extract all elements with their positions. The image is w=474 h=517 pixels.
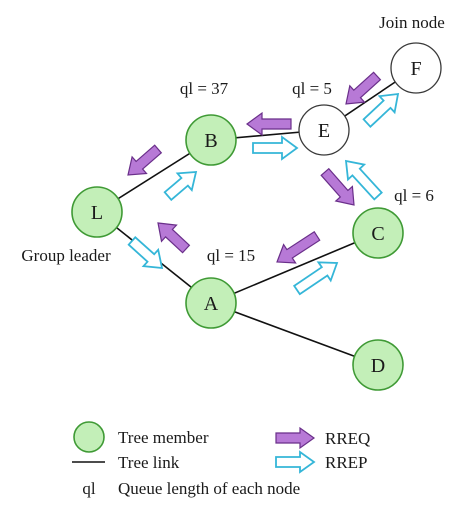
legend-rrep-arrow (275, 450, 316, 474)
rrep-arrow-b-to-e (252, 135, 299, 161)
message-arrows (127, 71, 400, 296)
node-label: E (318, 120, 330, 142)
queue-length-e: ql = 5 (292, 79, 332, 98)
node-b: B (185, 114, 237, 166)
node-label: B (204, 130, 217, 152)
node-circle (352, 339, 404, 391)
legend-ql-symbol: ql (82, 479, 96, 498)
node-circle (298, 104, 350, 156)
node-c: C (352, 207, 404, 259)
rrep-arrow-l-to-a (127, 236, 164, 270)
rreq-symbol (275, 426, 316, 450)
legend-ql-desc: Queue length of each node (118, 479, 300, 498)
rrep-arrow-a-to-c (292, 261, 339, 296)
tree-link-a-c (210, 232, 379, 304)
rreq-arrow-e-to-b (245, 111, 292, 137)
node-f: F (390, 42, 442, 94)
node-circle (185, 277, 237, 329)
node-circle (390, 42, 442, 94)
node-label: L (91, 202, 103, 224)
legend-rreq-arrow (275, 426, 316, 450)
queue-length-a: ql = 15 (207, 246, 255, 265)
node-l: L (71, 186, 123, 238)
queue-length-c: ql = 6 (394, 186, 434, 205)
node-circle (71, 186, 123, 238)
node-a: A (185, 277, 237, 329)
rrep-arrow-c-to-e (344, 159, 383, 201)
rreq-arrow-e-to-c (320, 167, 355, 206)
node-label: F (410, 58, 421, 80)
legend-rreq: RREQ (325, 429, 370, 448)
legend-rrep: RREP (325, 453, 368, 472)
legend-tree-link: Tree link (118, 453, 180, 472)
queue-length-b: ql = 37 (180, 79, 229, 98)
group-leader-label: Group leader (21, 246, 111, 265)
legend-member-symbol (73, 421, 105, 453)
rrep-arrow-l-to-b (163, 171, 198, 202)
tree-link-a-d (210, 302, 379, 366)
nodes: L B A C D E F (71, 42, 442, 391)
node-label: A (204, 293, 219, 315)
rreq-arrow-f-to-e (345, 71, 382, 105)
node-label: C (371, 223, 384, 245)
node-circle (185, 114, 237, 166)
rrep-symbol (275, 450, 316, 474)
rreq-arrow-b-to-l (127, 144, 163, 176)
rreq-arrow-c-to-a (276, 230, 321, 264)
node-label: D (371, 355, 385, 377)
node-circle (352, 207, 404, 259)
rrep-arrow-e-to-f (362, 92, 400, 128)
legend-tree-member: Tree member (118, 428, 209, 447)
node-d: D (352, 339, 404, 391)
node-e: E (298, 104, 350, 156)
legend: Tree member Tree link ql Queue length of… (72, 421, 370, 498)
join-node-label: Join node (379, 13, 445, 32)
rreq-arrow-a-to-l (157, 222, 191, 254)
